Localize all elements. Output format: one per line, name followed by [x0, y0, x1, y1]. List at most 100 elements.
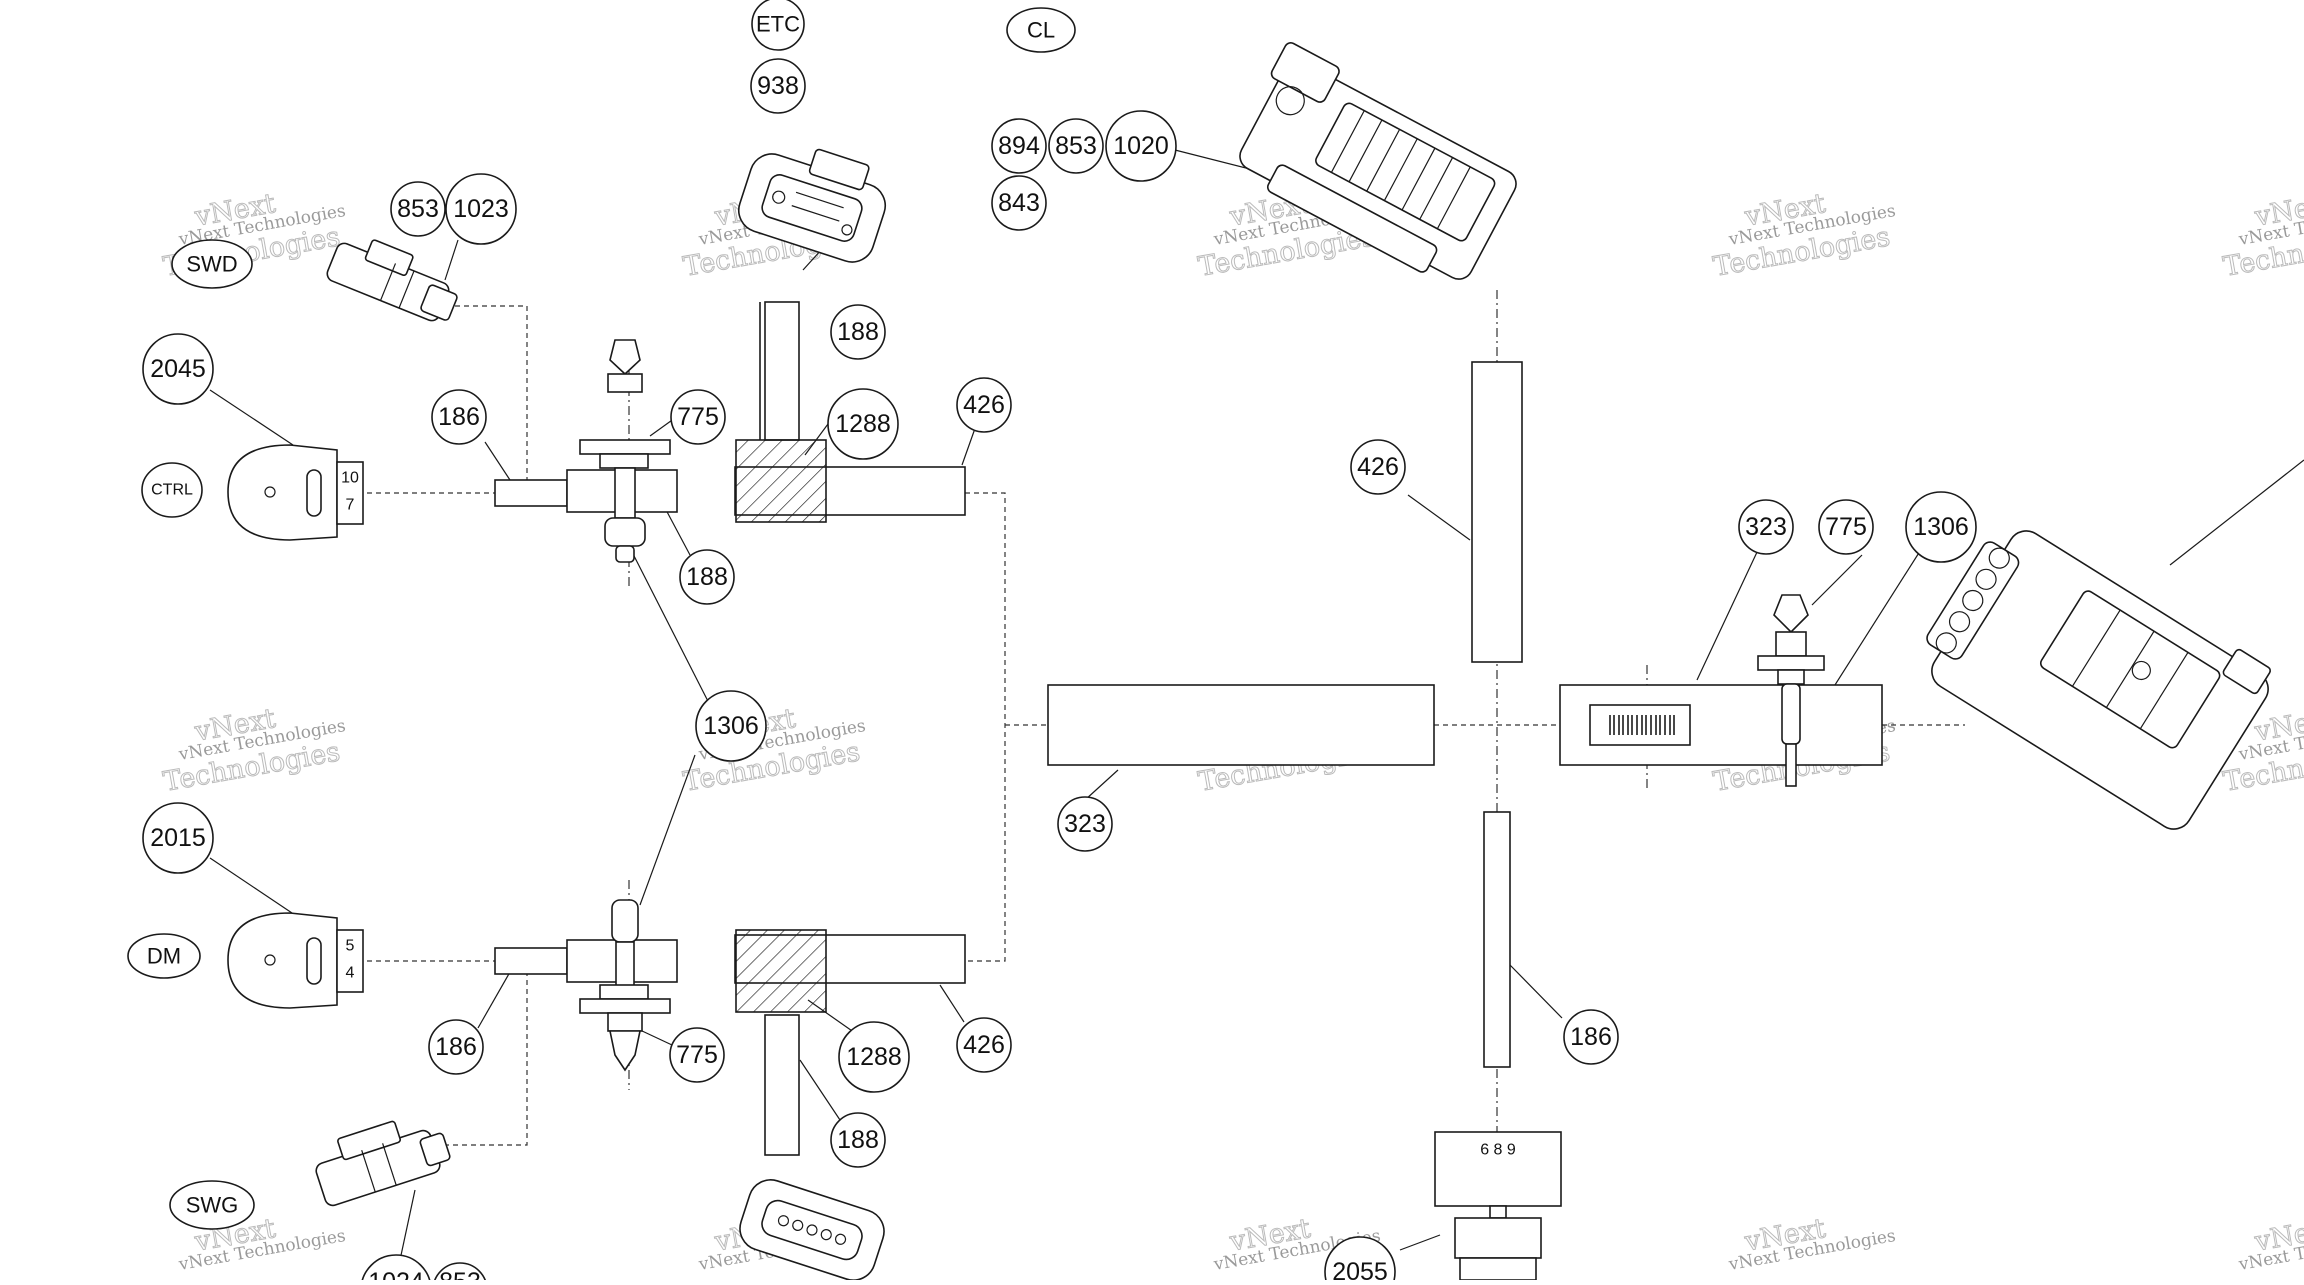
- ctrl-pin-bottom: 7: [346, 497, 355, 514]
- svg-text:ETC: ETC: [756, 12, 800, 37]
- callout-186-ul: 186: [431, 389, 487, 445]
- callout-775-right: 775: [1818, 499, 1874, 555]
- lower-left-harness: [494, 899, 966, 1156]
- svg-text:186: 186: [1570, 1023, 1612, 1051]
- svg-text:1306: 1306: [1913, 513, 1969, 541]
- callout-1288-ul: 1288: [827, 388, 899, 460]
- callout-1024: 1024: [360, 1254, 432, 1285]
- svg-text:853: 853: [397, 195, 439, 223]
- tag-swd: SWD: [171, 239, 253, 289]
- callout-894: 894: [991, 118, 1047, 174]
- callout-1306-mid: 1306: [695, 690, 767, 762]
- svg-text:426: 426: [1357, 453, 1399, 481]
- callout-188-ll: 188: [830, 1112, 886, 1168]
- svg-text:1023: 1023: [453, 195, 509, 223]
- callout-938: 938: [750, 58, 806, 114]
- svg-text:DM: DM: [147, 944, 181, 969]
- svg-text:186: 186: [438, 403, 480, 431]
- watermark-6: vNext Technologies Technologies vNext: [160, 703, 347, 799]
- tie-clip-775-upper: [579, 339, 671, 563]
- svg-text:CTRL: CTRL: [151, 482, 193, 499]
- watermark-15: vNext Technologies vNext: [2236, 1213, 2304, 1276]
- svg-text:2015: 2015: [150, 824, 206, 852]
- svg-text:426: 426: [963, 391, 1005, 419]
- center-harness: [1047, 361, 1523, 1068]
- bottom-connector-pins: 6 8 9: [1480, 1142, 1516, 1159]
- svg-text:323: 323: [1064, 810, 1106, 838]
- swg-connector: [315, 1120, 451, 1207]
- svg-text:SWD: SWD: [186, 252, 237, 277]
- callout-323-center: 323: [1057, 796, 1113, 852]
- barcode-label: [1609, 715, 1675, 735]
- svg-text:1288: 1288: [835, 410, 891, 438]
- tie-clip-775-right: [1757, 594, 1825, 787]
- right-main-connector: [1926, 530, 2272, 830]
- svg-text:1288: 1288: [846, 1043, 902, 1071]
- callout-1306-right: 1306: [1905, 491, 1977, 563]
- svg-text:853: 853: [439, 1268, 481, 1280]
- ctrl-pin-top: 10: [341, 470, 359, 487]
- svg-text:188: 188: [837, 1126, 879, 1154]
- watermark-14: vNext Technologies vNext: [1726, 1213, 1897, 1276]
- callout-426-center: 426: [1350, 439, 1406, 495]
- callout-323-right: 323: [1738, 499, 1794, 555]
- svg-text:894: 894: [998, 132, 1040, 160]
- svg-text:2045: 2045: [150, 355, 206, 383]
- cl-main-connector: [1239, 42, 1517, 280]
- svg-text:843: 843: [998, 189, 1040, 217]
- svg-text:426: 426: [963, 1031, 1005, 1059]
- svg-text:188: 188: [686, 563, 728, 591]
- svg-text:938: 938: [757, 72, 799, 100]
- upper-left-harness: [494, 301, 966, 563]
- svg-text:775: 775: [676, 1041, 718, 1069]
- svg-text:1306: 1306: [703, 712, 759, 740]
- dm-pin-top: 5: [346, 938, 355, 955]
- svg-text:1020: 1020: [1113, 132, 1169, 160]
- watermark-4: vNext Technologies Technologies vNext: [1710, 188, 1897, 284]
- callout-426-ll: 426: [956, 1017, 1012, 1073]
- callout-1023: 1023: [445, 173, 517, 245]
- svg-text:323: 323: [1745, 513, 1787, 541]
- callout-853-swd: 853: [390, 181, 446, 237]
- svg-text:186: 186: [435, 1033, 477, 1061]
- callout-853-top: 853: [1048, 118, 1104, 174]
- callout-843: 843: [991, 175, 1047, 231]
- tag-etc: ETC: [751, 0, 805, 51]
- svg-text:CL: CL: [1027, 18, 1055, 43]
- callout-775-ul: 775: [670, 389, 726, 445]
- dm-pin-bottom: 4: [346, 965, 355, 982]
- etc-connector: [737, 148, 887, 263]
- tag-swg: SWG: [169, 1180, 255, 1230]
- callout-775-ll: 775: [669, 1027, 725, 1083]
- callout-188-ul-bot: 188: [679, 549, 735, 605]
- svg-text:775: 775: [1825, 513, 1867, 541]
- svg-text:188: 188: [837, 318, 879, 346]
- callout-186-right: 186: [1563, 1009, 1619, 1065]
- callout-1288-ll: 1288: [838, 1021, 910, 1093]
- callout-1020: 1020: [1105, 110, 1177, 182]
- svg-text:775: 775: [677, 403, 719, 431]
- callout-853-swg: 853: [432, 1262, 488, 1285]
- tag-dm: DM: [127, 933, 201, 979]
- tag-ctrl: CTRL: [141, 462, 203, 518]
- dm-connector: 5 4: [227, 912, 364, 1009]
- svg-text:SWG: SWG: [186, 1193, 239, 1218]
- svg-text:2055: 2055: [1332, 1258, 1388, 1280]
- tie-clip-775-lower: [579, 899, 671, 1072]
- svg-text:1024: 1024: [368, 1268, 424, 1280]
- bottom-center-connector: 6 8 9: [1434, 1131, 1562, 1281]
- right-harness: [1559, 594, 1883, 787]
- callout-2045: 2045: [142, 333, 214, 405]
- tag-cl: CL: [1006, 7, 1076, 53]
- callout-426-ul: 426: [956, 377, 1012, 433]
- callout-186-ll: 186: [428, 1019, 484, 1075]
- bottom-5pin-connector: [739, 1179, 885, 1281]
- watermark-5: vNext Technologies Technologies vNext: [2220, 188, 2304, 284]
- ctrl-connector: 10 7: [227, 444, 364, 541]
- swd-connector: [326, 239, 458, 322]
- callout-2015: 2015: [142, 802, 214, 874]
- callout-188-ul-top: 188: [830, 304, 886, 360]
- svg-text:853: 853: [1055, 132, 1097, 160]
